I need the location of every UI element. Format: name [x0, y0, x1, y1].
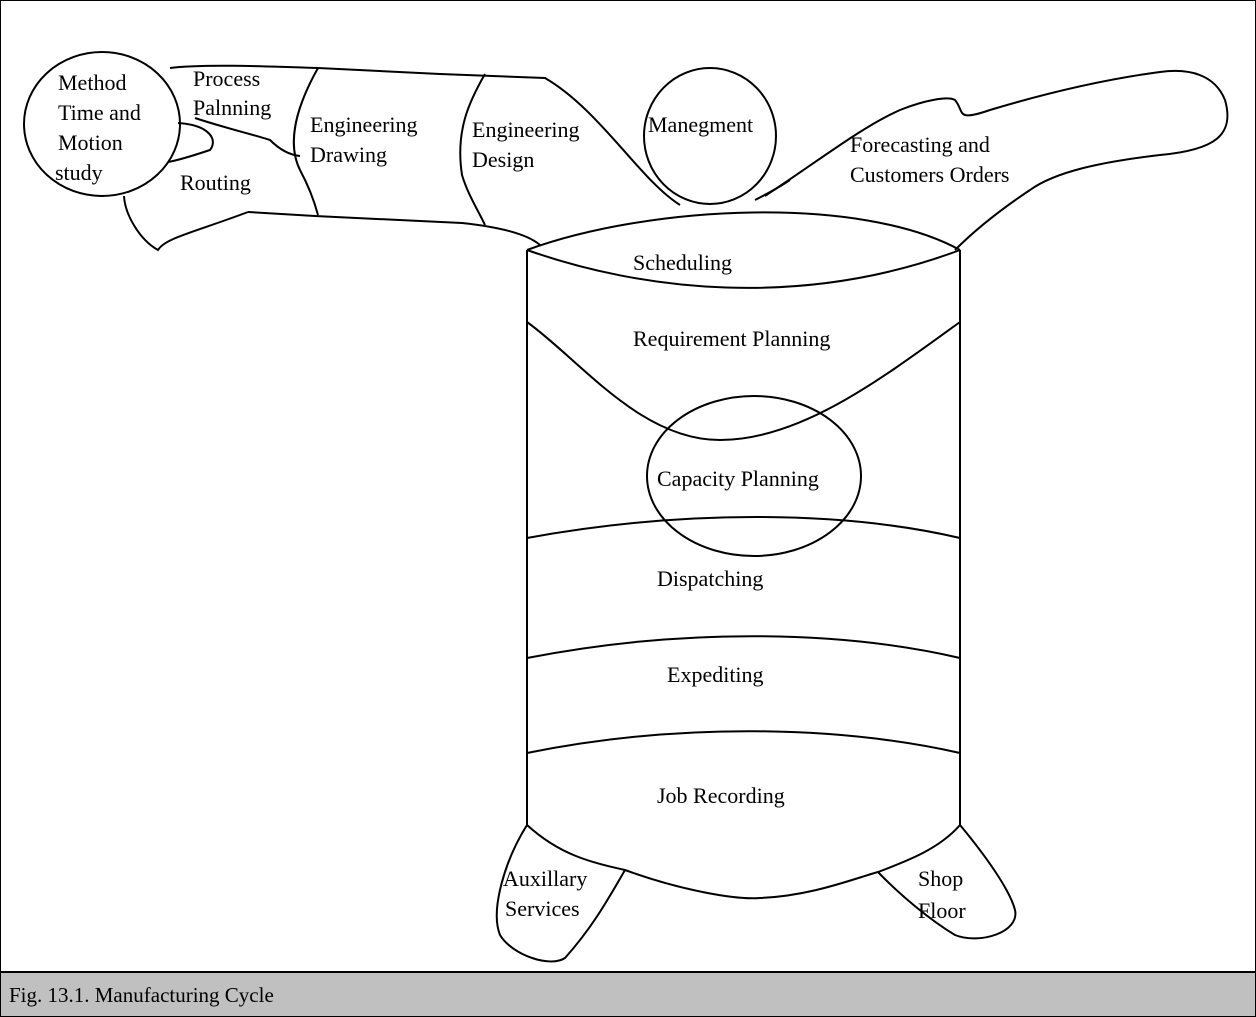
label-study: study	[55, 160, 103, 185]
label-customers-orders: Customers Orders	[850, 162, 1009, 187]
label-engineering-design-2: Design	[472, 147, 534, 172]
label-auxillary: Auxillary	[503, 866, 587, 891]
label-forecasting: Forecasting and	[850, 132, 990, 157]
label-floor: Floor	[918, 898, 966, 923]
label-engineering-drawing-1: Engineering	[310, 112, 418, 137]
body-bottom-curve	[526, 824, 961, 900]
arm-hand-bottom	[123, 195, 249, 252]
capacity-circle	[646, 395, 862, 557]
label-routing: Routing	[180, 170, 251, 195]
label-scheduling: Scheduling	[633, 250, 732, 275]
label-capacity-planning: Capacity Planning	[657, 466, 819, 491]
label-engineering-design-1: Engineering	[472, 117, 580, 142]
label-method: Method	[58, 70, 126, 95]
aux-foot	[495, 824, 626, 963]
scheduling-top-curve	[526, 211, 961, 251]
method-circle	[23, 51, 181, 197]
label-services: Services	[505, 896, 580, 921]
label-time-and: Time and	[58, 100, 141, 125]
shop-foot	[877, 824, 1017, 940]
manufacturing-cycle-diagram: Method Time and Motion study Process Pal…	[23, 51, 1229, 963]
process-routing-divider	[194, 117, 301, 157]
label-process: Process	[193, 66, 260, 91]
divider-design	[459, 73, 486, 226]
label-motion: Motion	[58, 130, 123, 155]
label-engineering-drawing-2: Drawing	[310, 142, 387, 167]
forecast-arm-inner	[754, 179, 791, 201]
label-shop: Shop	[918, 866, 963, 891]
label-expediting: Expediting	[667, 662, 764, 687]
arm-top-edge	[169, 64, 681, 206]
label-palnning: Palnning	[193, 95, 271, 120]
divider-drawing	[292, 67, 319, 216]
scheduling-bottom-curve	[526, 249, 961, 289]
figure-caption: Fig. 13.1. Manufacturing Cycle	[1, 971, 1255, 1016]
label-management: Manegment	[648, 112, 753, 137]
management-circle	[643, 67, 777, 205]
label-job-recording: Job Recording	[657, 783, 785, 808]
method-notch	[167, 122, 214, 163]
job-recording-top-curve	[526, 730, 961, 754]
expediting-top-curve	[526, 635, 961, 659]
requirement-curve	[526, 321, 961, 442]
label-requirement-planning: Requirement Planning	[633, 326, 830, 351]
dispatching-top-curve	[526, 516, 961, 539]
forecast-arm-top	[764, 69, 1229, 251]
label-dispatching: Dispatching	[657, 566, 763, 591]
arm-bottom-edge	[247, 211, 541, 246]
